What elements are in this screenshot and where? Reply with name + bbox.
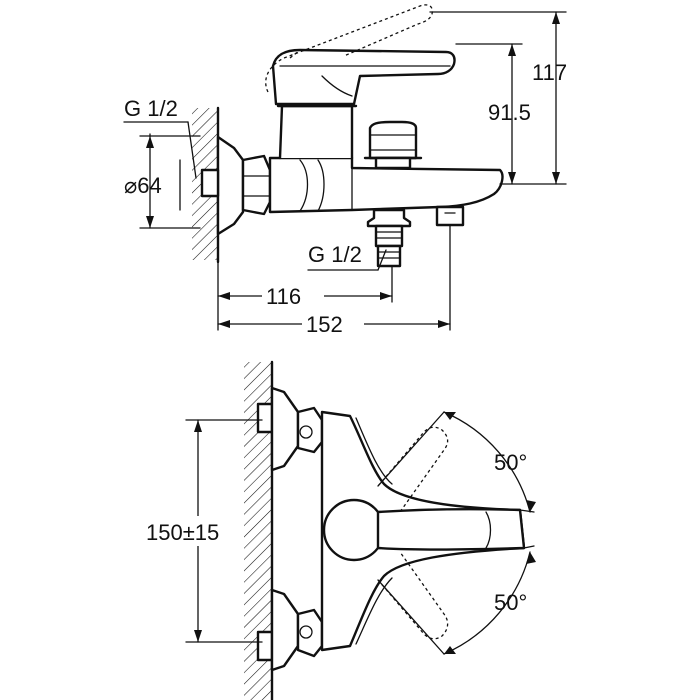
dim-spacing: 150±15 [146, 520, 219, 545]
dim-height-total: 117 [532, 60, 567, 85]
diverter-knob [368, 120, 418, 160]
dim-height-spout: 91.5 [488, 100, 531, 125]
lever-base [271, 48, 456, 106]
top-view [244, 360, 535, 700]
side-dimensions: G 1/2 ⌀64 117 91.5 G 1/2 [123, 11, 567, 337]
dim-thread-outlet: G 1/2 [308, 242, 362, 267]
dim-angle-lower: 50° [494, 590, 527, 615]
angle-arc-lower [443, 551, 531, 655]
connector-upper [270, 386, 300, 472]
angle-arc-upper [443, 411, 531, 513]
dim-thread-wall: G 1/2 [124, 96, 178, 121]
dim-length-total: 152 [306, 312, 343, 337]
dim-diameter: ⌀64 [124, 173, 162, 198]
hex-nut-side [241, 154, 272, 216]
lever-lifted-dashed [265, 4, 434, 93]
body-curve [299, 159, 309, 212]
hex-nut-lower [296, 608, 324, 658]
aerator [435, 205, 465, 227]
outlet-fitting [366, 208, 412, 228]
lever-disc [322, 498, 386, 562]
lever-rotated-down [377, 551, 449, 640]
cartridge-body [278, 104, 354, 160]
wall-connector [216, 135, 245, 236]
lever-handle [376, 507, 526, 551]
dim-length-outlet: 116 [266, 284, 301, 309]
side-view [192, 4, 504, 268]
dim-angle-upper: 50° [494, 450, 527, 475]
hex-nut-upper [296, 406, 324, 454]
top-dimensions: 150±15 50° 50° [146, 411, 536, 655]
connector-lower [270, 588, 300, 672]
wall-thread-stub [200, 168, 220, 198]
lever-rotated-up [377, 426, 449, 513]
